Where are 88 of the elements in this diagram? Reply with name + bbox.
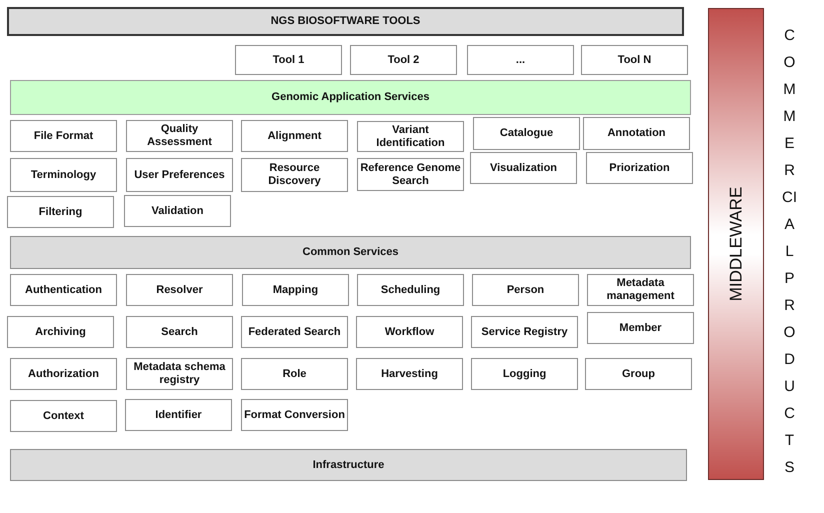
box-label: Role xyxy=(282,368,308,380)
box-label: Resource Discovery xyxy=(267,162,322,188)
service-box xyxy=(473,117,580,150)
box-label: Context xyxy=(42,410,85,422)
box-label: Format Conversion xyxy=(243,408,346,422)
box-label: Authorization xyxy=(27,368,100,380)
service-box xyxy=(242,274,349,306)
service-box xyxy=(7,316,114,348)
service-box xyxy=(357,121,464,152)
service-box xyxy=(235,45,342,75)
service-box xyxy=(471,358,578,390)
box-label: Terminology xyxy=(30,168,98,182)
service-box xyxy=(10,158,117,192)
box-label: Authentication xyxy=(24,284,103,296)
service-box xyxy=(467,45,574,75)
service-box xyxy=(581,45,688,75)
box-label: MIDDLEWARE xyxy=(726,186,746,304)
service-box xyxy=(585,358,692,390)
box-label: Archiving xyxy=(34,326,87,338)
box-label: Mapping xyxy=(272,284,320,296)
box-label: Person xyxy=(506,284,546,296)
service-box xyxy=(241,316,348,348)
service-box xyxy=(124,195,231,227)
service-box xyxy=(10,358,117,390)
service-box xyxy=(472,274,579,306)
box-label: Member xyxy=(618,322,663,334)
service-box xyxy=(241,399,348,431)
service-box xyxy=(126,274,233,306)
box-label: Reference Genome Search xyxy=(359,162,462,188)
service-box xyxy=(126,120,233,152)
box-label: Common Services xyxy=(302,246,400,259)
service-box xyxy=(10,400,117,432)
box-label: Infrastructure xyxy=(312,458,386,472)
box-label: Variant Identification xyxy=(375,124,446,150)
box-label: Logging xyxy=(502,368,548,380)
service-box xyxy=(586,152,693,184)
box-label: Annotation xyxy=(606,127,667,140)
box-label: Federated Search xyxy=(247,326,342,338)
box-label: Scheduling xyxy=(380,284,442,296)
service-box xyxy=(126,158,233,192)
service-box xyxy=(126,358,233,390)
service-box xyxy=(10,120,117,152)
title-band xyxy=(7,7,684,36)
middleware-bar xyxy=(708,8,764,480)
box-label: Catalogue xyxy=(498,127,554,140)
box-label: Metadata schema registry xyxy=(132,361,226,387)
box-label: Visualization xyxy=(488,162,558,174)
service-box xyxy=(356,316,463,348)
box-label: Group xyxy=(621,368,656,380)
service-box xyxy=(583,117,690,150)
box-label: Tool 1 xyxy=(272,54,306,66)
box-label: Alignment xyxy=(266,130,322,142)
layer-band xyxy=(10,80,691,115)
service-box xyxy=(357,274,464,306)
vertical-label: COMMERCIAL PRODUCTS xyxy=(782,26,797,478)
service-box xyxy=(470,152,577,184)
box-label: Service Registry xyxy=(480,326,569,338)
service-box xyxy=(241,158,348,192)
box-label: File Format xyxy=(32,130,94,142)
box-label: Filtering xyxy=(38,206,84,218)
box-label: Search xyxy=(160,326,199,338)
box-label: Resolver xyxy=(155,284,204,296)
service-box xyxy=(7,196,114,228)
box-label: ... xyxy=(514,54,526,66)
box-label: Validation xyxy=(150,204,204,218)
service-box xyxy=(126,316,233,348)
service-box xyxy=(350,45,457,75)
service-box xyxy=(587,312,694,344)
service-box xyxy=(356,358,463,390)
service-box xyxy=(125,399,232,431)
box-label: Identifier xyxy=(154,408,203,422)
box-label: Harvesting xyxy=(380,368,439,380)
layer-band xyxy=(10,449,687,481)
service-box xyxy=(471,316,578,348)
box-label: NGS BIOSOFTWARE TOOLS xyxy=(270,15,422,28)
box-label: Tool 2 xyxy=(386,54,420,66)
service-box xyxy=(241,120,348,152)
box-label: Priorization xyxy=(608,162,671,174)
box-label: Genomic Application Services xyxy=(270,91,430,104)
box-label: Quality Assessment xyxy=(146,123,213,149)
service-box xyxy=(587,274,694,306)
box-label: Metadata management xyxy=(606,277,676,303)
box-label: Workflow xyxy=(384,326,436,338)
service-box xyxy=(10,274,117,306)
layer-band xyxy=(10,236,691,269)
box-label: User Preferences xyxy=(133,168,226,182)
service-box xyxy=(241,358,348,390)
box-label: Tool N xyxy=(616,54,652,66)
